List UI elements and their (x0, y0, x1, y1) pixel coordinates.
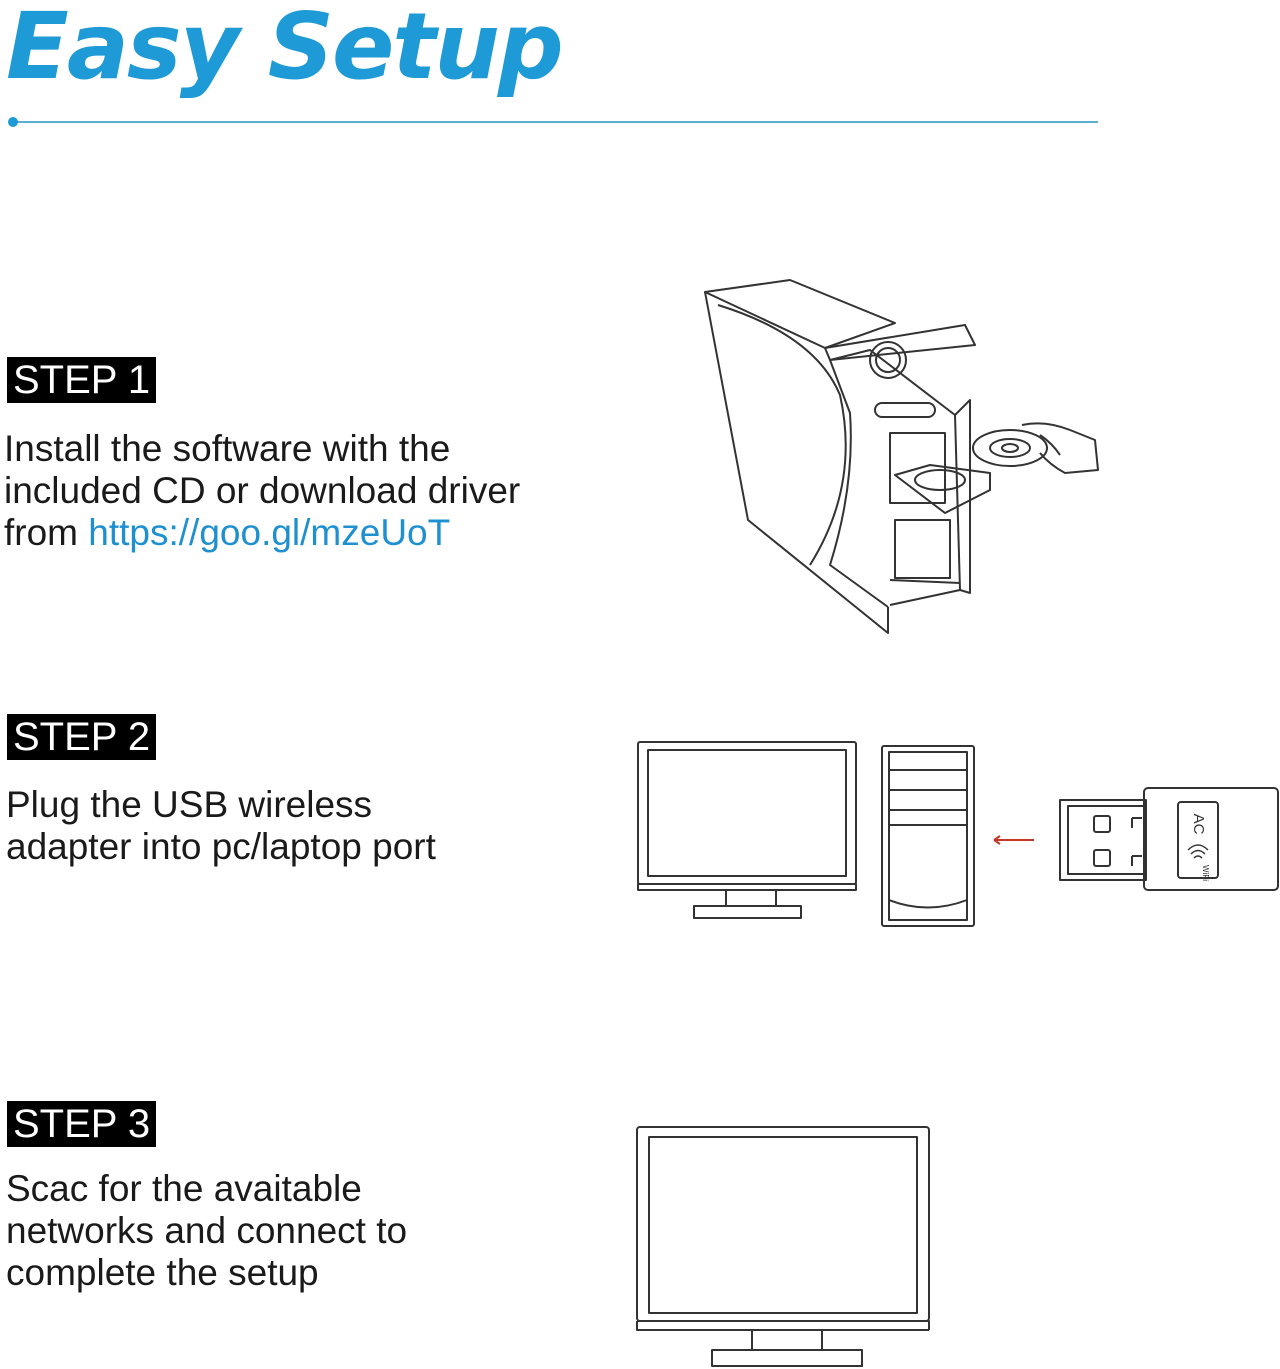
step-2-badge: STEP 2 (7, 714, 157, 760)
title-divider (13, 121, 1098, 123)
step-2-line-1: Plug the USB wireless (6, 784, 373, 825)
step-3-line-2: networks and connect to (6, 1210, 408, 1251)
step-1-description: Install the software with the included C… (4, 428, 520, 554)
pc-tower-cd-icon (700, 275, 1105, 637)
page-title: Easy Setup (6, 0, 564, 100)
step-3-badge: STEP 3 (7, 1101, 157, 1147)
driver-download-link[interactable]: https://goo.gl/mzeUoT (88, 512, 451, 553)
step-1-line-3: from https://goo.gl/mzeUoT (4, 512, 520, 554)
step-3-line-3: complete the setup (6, 1252, 319, 1293)
step-1-line-3-prefix: from (4, 512, 89, 553)
adapter-wifi-label: WiFi (1201, 865, 1210, 881)
step-3-line-1: Scac for the avaitable (6, 1168, 362, 1209)
step-2-description: Plug the USB wireless adapter into pc/la… (6, 784, 436, 868)
step-1-line-2: included CD or download driver (4, 470, 521, 511)
step-1-line-1: Install the software with the (4, 428, 451, 469)
step-1-badge: STEP 1 (7, 357, 157, 403)
divider-dot (8, 117, 18, 127)
monitor-icon (634, 1124, 932, 1368)
step-3-description: Scac for the avaitable networks and conn… (6, 1168, 407, 1294)
desktop-pc-usb-adapter-icon: AC WiFi (636, 740, 1280, 930)
step-2-line-2: adapter into pc/laptop port (6, 826, 436, 867)
adapter-label: AC (1190, 814, 1207, 835)
